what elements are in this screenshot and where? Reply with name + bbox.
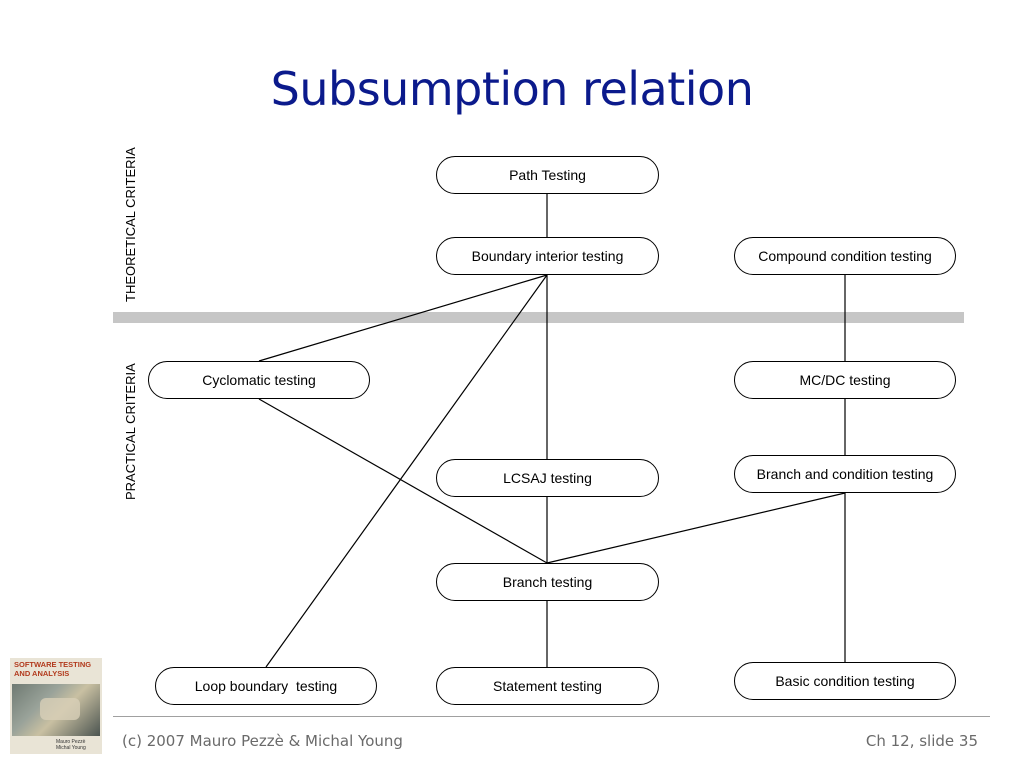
book-author-1: Mauro Pezzè: [56, 739, 86, 745]
node-statement-testing: Statement testing: [436, 667, 659, 705]
edge-boundary-loop: [265, 274, 548, 668]
edge-cyclomatic-branch: [258, 398, 548, 564]
node-mcdc-testing: MC/DC testing: [734, 361, 956, 399]
book-authors: Mauro Pezzè Michal Young: [56, 739, 86, 751]
footer-copyright: (c) 2007 Mauro Pezzè & Michal Young: [122, 732, 403, 750]
footer-divider: [113, 716, 990, 717]
edge-boundary-cyclomatic: [258, 274, 548, 362]
criteria-divider: [113, 312, 964, 323]
book-title-line2: AND ANALYSIS: [14, 668, 70, 678]
node-lcsaj-testing: LCSAJ testing: [436, 459, 659, 497]
node-loop-boundary-testing: Loop boundary testing: [155, 667, 377, 705]
book-cover-photo-detail: [40, 698, 80, 720]
book-author-2: Michal Young: [56, 745, 86, 751]
node-cyclomatic-testing: Cyclomatic testing: [148, 361, 370, 399]
slide-title: Subsumption relation: [270, 62, 754, 116]
node-branch-and-condition-testing: Branch and condition testing: [734, 455, 956, 493]
node-path-testing: Path Testing: [436, 156, 659, 194]
book-title: SOFTWARE TESTING AND ANALYSIS: [14, 660, 92, 678]
node-basic-condition-testing: Basic condition testing: [734, 662, 956, 700]
node-branch-testing: Branch testing: [436, 563, 659, 601]
book-title-line1: SOFTWARE TESTING: [14, 660, 92, 669]
edge-branchcond-branch: [546, 492, 846, 564]
node-boundary-interior-testing: Boundary interior testing: [436, 237, 659, 275]
footer-slide-number: Ch 12, slide 35: [865, 732, 978, 750]
node-compound-condition-testing: Compound condition testing: [734, 237, 956, 275]
book-cover-image: SOFTWARE TESTING AND ANALYSIS Mauro Pezz…: [10, 658, 102, 754]
